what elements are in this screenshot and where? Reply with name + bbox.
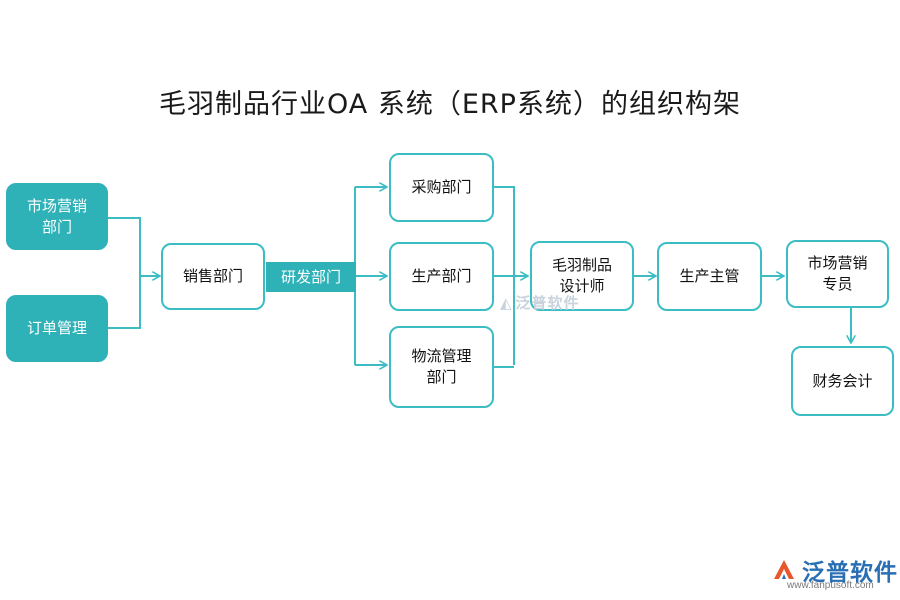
node-label: 销售部门 — [182, 267, 243, 285]
node-rd-dept: 研发部门 — [266, 262, 356, 292]
node-label: 生产部门 — [411, 267, 472, 285]
connector-order — [108, 276, 141, 329]
node-label: 采购部门 — [411, 178, 472, 196]
node-label: 市场营销 专员 — [807, 254, 868, 293]
node-marketing-dept: 市场营销 部门 — [6, 183, 108, 250]
watermark-text: 泛普软件 — [515, 294, 580, 312]
brand-logo-text: 泛普软件 — [802, 560, 898, 586]
brand-url: www.fanpusoft.com — [787, 580, 874, 591]
node-label: 财务会计 — [812, 371, 873, 390]
node-label: 生产主管 — [679, 267, 740, 285]
node-label: 研发部门 — [280, 267, 341, 286]
brand-logo-icon — [774, 560, 794, 579]
node-logistics-dept: 物流管理 部门 — [389, 326, 494, 408]
watermark-logo-icon: ◭ — [500, 294, 513, 312]
node-label: 物流管理 部门 — [411, 347, 472, 386]
node-finance-accountant: 财务会计 — [791, 346, 894, 416]
watermark: ◭泛普软件 — [500, 292, 580, 313]
diagram-title: 毛羽制品行业OA 系统（ERP系统）的组织构架 — [159, 89, 741, 120]
node-label: 毛羽制品 设计师 — [551, 256, 612, 295]
node-purchasing-dept: 采购部门 — [389, 153, 494, 222]
node-designer: 毛羽制品 设计师 — [530, 241, 634, 311]
node-production-supervisor: 生产主管 — [657, 242, 762, 311]
brand-logo: 泛普软件 — [771, 553, 898, 587]
node-label: 订单管理 — [26, 319, 87, 337]
node-label: 市场营销 部门 — [26, 196, 87, 236]
node-production-dept: 生产部门 — [389, 242, 494, 311]
connector-marketing — [108, 217, 141, 276]
node-marketing-specialist: 市场营销 专员 — [786, 240, 889, 308]
node-order-mgmt: 订单管理 — [6, 295, 108, 362]
node-sales-dept: 销售部门 — [161, 243, 265, 310]
connector-purchasing-out — [494, 186, 515, 365]
